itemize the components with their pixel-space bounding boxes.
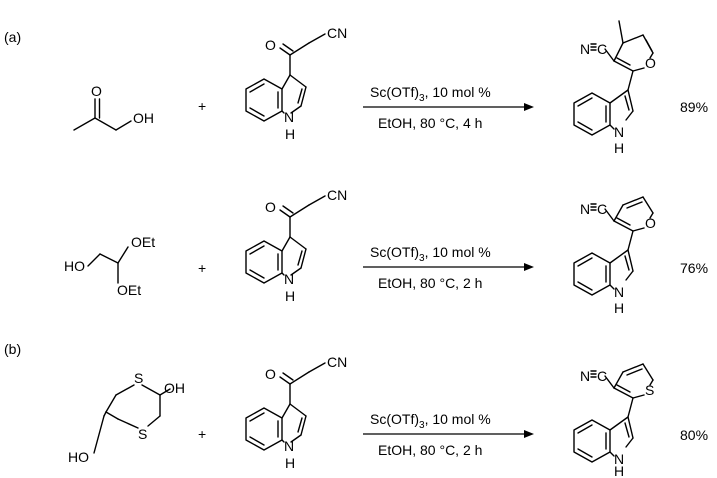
atom-label-o: O [645, 55, 656, 71]
section-label-a: (a) [4, 29, 21, 45]
atom-label-n: N [284, 271, 294, 287]
cyanoacetylindole: O CN N H [245, 354, 347, 471]
atom-label-s: S [138, 426, 147, 442]
atom-label-c: C [597, 41, 607, 57]
atom-label-h: H [614, 300, 624, 316]
catalyst-label: Sc(OTf)3, 10 mol % [370, 84, 491, 104]
atom-label-oet: OEt [131, 234, 155, 250]
section-label-b: (b) [4, 341, 21, 357]
conditions-label: EtOH, 80 °C, 4 h [378, 115, 482, 131]
atom-label-h: H [285, 455, 295, 471]
yield-label: 89% [680, 99, 708, 115]
yield-label: 80% [680, 427, 708, 443]
atom-label-oh: OH [164, 380, 185, 396]
atom-label-o: O [645, 215, 656, 231]
plus-sign: + [198, 426, 206, 442]
catalyst-label: Sc(OTf)3, 10 mol % [370, 411, 491, 431]
atom-label-s: S [134, 370, 143, 386]
cyanoacetylindole: O CN N H [245, 25, 347, 142]
atom-label-cn: CN [327, 187, 347, 203]
reaction-arrow [363, 263, 534, 271]
atom-label-h: H [285, 288, 295, 304]
atom-label-n: N [284, 109, 294, 125]
atom-label-cn: CN [327, 354, 347, 370]
cyanoacetylindole: O CN N H [245, 187, 347, 304]
atom-label-o: O [265, 366, 276, 382]
dithianediol: S S OH HO [68, 370, 185, 465]
atom-label-cn: CN [327, 25, 347, 41]
atom-label-n: N [614, 124, 624, 140]
atom-label-h: H [285, 126, 295, 142]
hydroxyacetone: O OH [73, 83, 154, 131]
reaction-arrow [363, 103, 534, 111]
atom-label-o: O [265, 37, 276, 53]
plus-sign: + [198, 260, 206, 276]
atom-label-n: N [580, 368, 590, 384]
diethoxyethanol: HO OEt OEt [64, 234, 155, 298]
catalyst-label: Sc(OTf)3, 10 mol % [370, 244, 491, 264]
conditions-label: EtOH, 80 °C, 2 h [378, 442, 482, 458]
atom-label-o: O [265, 199, 276, 215]
atom-label-n: N [614, 451, 624, 467]
conditions-label: EtOH, 80 °C, 2 h [378, 275, 482, 291]
atom-label-ho: HO [64, 258, 85, 274]
atom-label-n: N [284, 438, 294, 454]
atom-label-c: C [597, 368, 607, 384]
atom-label-s: S [645, 382, 654, 398]
plus-sign: + [198, 98, 206, 114]
product-thiophene: N C S N H [573, 363, 654, 478]
reaction-arrow [363, 430, 534, 438]
atom-label-n: N [580, 201, 590, 217]
atom-label-h: H [614, 140, 624, 156]
atom-label-o: O [91, 83, 102, 99]
atom-label-n: N [614, 284, 624, 300]
atom-label-n: N [580, 41, 590, 57]
product-furan: N C O N H [573, 196, 656, 316]
yield-label: 76% [680, 260, 708, 276]
atom-label-h: H [614, 463, 624, 478]
atom-label-oh: OH [133, 110, 154, 126]
atom-label-oet: OEt [117, 282, 141, 298]
atom-label-ho: HO [68, 449, 89, 465]
product-methylfuran: N C O N H [573, 20, 656, 156]
atom-label-c: C [597, 201, 607, 217]
